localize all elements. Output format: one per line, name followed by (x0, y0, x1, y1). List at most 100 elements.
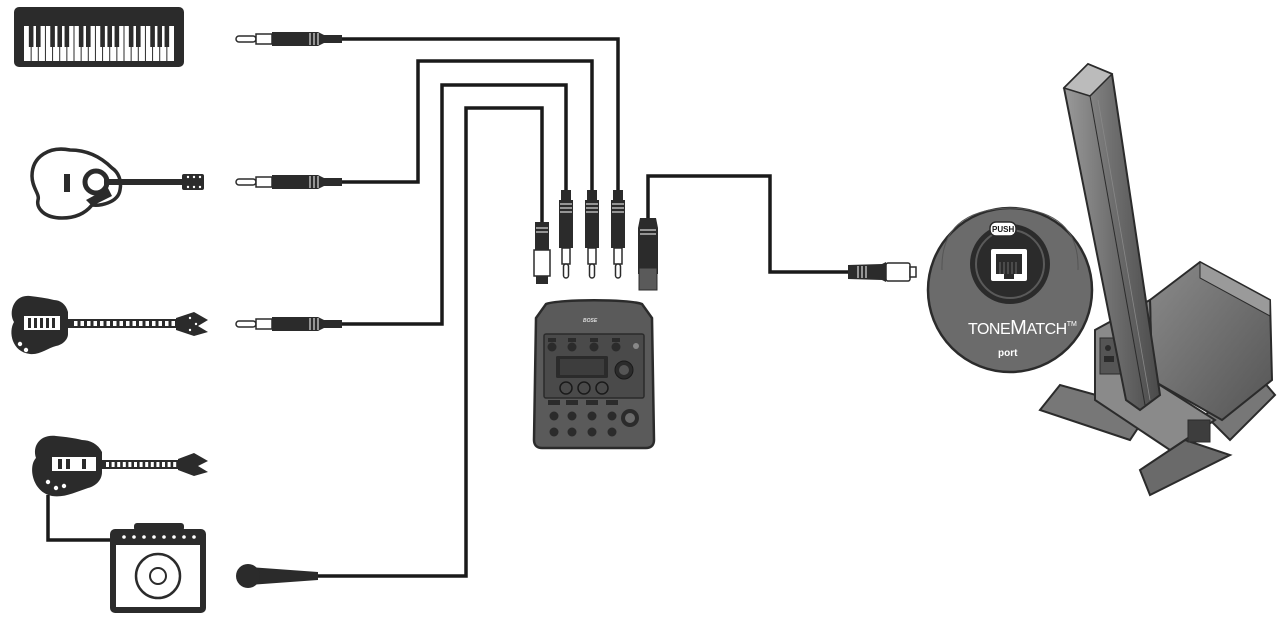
fret-mark (165, 321, 169, 326)
black-key (57, 26, 63, 47)
mixer-led (612, 338, 620, 342)
plug-acoustic (235, 175, 342, 189)
plug-input-3 (559, 190, 573, 279)
cable-microphone (318, 106, 544, 578)
fret-mark (113, 321, 117, 326)
black-key (164, 26, 170, 47)
logo-atch: ATCH (1026, 321, 1066, 338)
microphone-icon (236, 564, 318, 588)
amp-knob (162, 535, 166, 539)
cable-amp (46, 495, 112, 542)
mixer-trim-knob (547, 342, 557, 352)
plug-tonematch-in (848, 262, 917, 282)
fret-mark (134, 462, 137, 467)
amp-knob (122, 535, 126, 539)
fret-mark (119, 321, 123, 326)
guitar-amp-icon (110, 523, 206, 613)
mixer-nav-button (559, 381, 573, 395)
mixer-trim-knob (567, 342, 577, 352)
mixer-channel-button (549, 427, 559, 437)
plug-mic-xlr (533, 222, 551, 284)
electric-guitar-2-icon (32, 435, 208, 497)
amp-knob (152, 535, 156, 539)
fret-mark (171, 321, 175, 326)
mixer-mute-button (586, 400, 598, 405)
fret-mark (150, 462, 154, 467)
plug-input-2 (585, 190, 599, 279)
mixer-mute-button (566, 400, 578, 405)
fret-mark (117, 462, 121, 467)
mixer-led (568, 338, 576, 342)
amp-knob (132, 535, 136, 539)
mixer-indicator (633, 343, 639, 349)
fret-mark (74, 321, 78, 326)
black-key (150, 26, 155, 47)
black-key (114, 26, 120, 47)
tonematch-logo: TONEMATCHTM (968, 317, 1077, 339)
black-key (128, 26, 134, 47)
mixer-channel-button (567, 427, 577, 437)
mixer-led (548, 338, 556, 342)
fret-mark (111, 462, 115, 467)
mixer-led (590, 338, 598, 342)
black-key (135, 26, 141, 47)
push-label: PUSH (992, 225, 1014, 234)
fret-mark (106, 462, 109, 467)
fret-mark (132, 321, 136, 326)
cable-acoustic-guitar (342, 59, 594, 190)
fret-mark (139, 321, 143, 326)
mixer-mute-button (606, 400, 618, 405)
fret-mark (128, 462, 132, 467)
fret-mark (106, 321, 110, 326)
mixer-channel-button (587, 411, 597, 421)
fret-mark (139, 462, 143, 467)
plug-tonematch-out (638, 218, 658, 291)
push-tab (989, 221, 1017, 237)
keyboard-icon (14, 7, 184, 67)
mixer-trim-knob (611, 342, 621, 352)
cables (46, 37, 848, 578)
black-key (35, 26, 41, 47)
mixer-channel-button (549, 411, 559, 421)
logo-m: M (1010, 317, 1026, 339)
speaker-system (1038, 62, 1277, 497)
black-key (50, 26, 55, 47)
cable-keyboard (342, 37, 620, 190)
fret-mark (100, 321, 104, 326)
fret-mark (93, 321, 97, 326)
fret-mark (145, 321, 149, 326)
mixer-trim-knob (589, 342, 599, 352)
acoustic-guitar-icon (30, 147, 204, 220)
mixer-mute-button (548, 400, 560, 405)
mixer-channel-button (607, 427, 617, 437)
black-key (100, 26, 105, 47)
cable-tonematch (646, 174, 848, 274)
amp-knob (182, 535, 186, 539)
black-key (157, 26, 163, 47)
mixer-nav-button (595, 381, 609, 395)
logo-tone: TONE (968, 321, 1010, 338)
port-label: port (998, 348, 1018, 359)
mixer-plugs (533, 190, 917, 291)
logo-tm: TM (1067, 321, 1077, 328)
plug-keyboard (235, 32, 342, 46)
fret-mark (167, 462, 171, 467)
black-key (28, 26, 34, 47)
mixer-device: BOSE (532, 299, 656, 450)
amp-knob (192, 535, 196, 539)
black-key (64, 26, 70, 47)
fret-mark (152, 321, 156, 326)
mixer-brand-label: BOSE (583, 318, 598, 324)
mixer-nav-button (577, 381, 591, 395)
fret-mark (122, 462, 126, 467)
mixer-channel-button (587, 427, 597, 437)
electric-guitar-icon (11, 295, 208, 355)
plug-input-1 (611, 190, 625, 279)
black-key (78, 26, 84, 47)
input-plugs (235, 32, 342, 331)
tonematch-panel-zoom: PUSH TONEMATCHTM port (926, 206, 1094, 374)
black-key (85, 26, 91, 47)
fret-mark (87, 321, 91, 326)
fret-mark (158, 321, 162, 326)
